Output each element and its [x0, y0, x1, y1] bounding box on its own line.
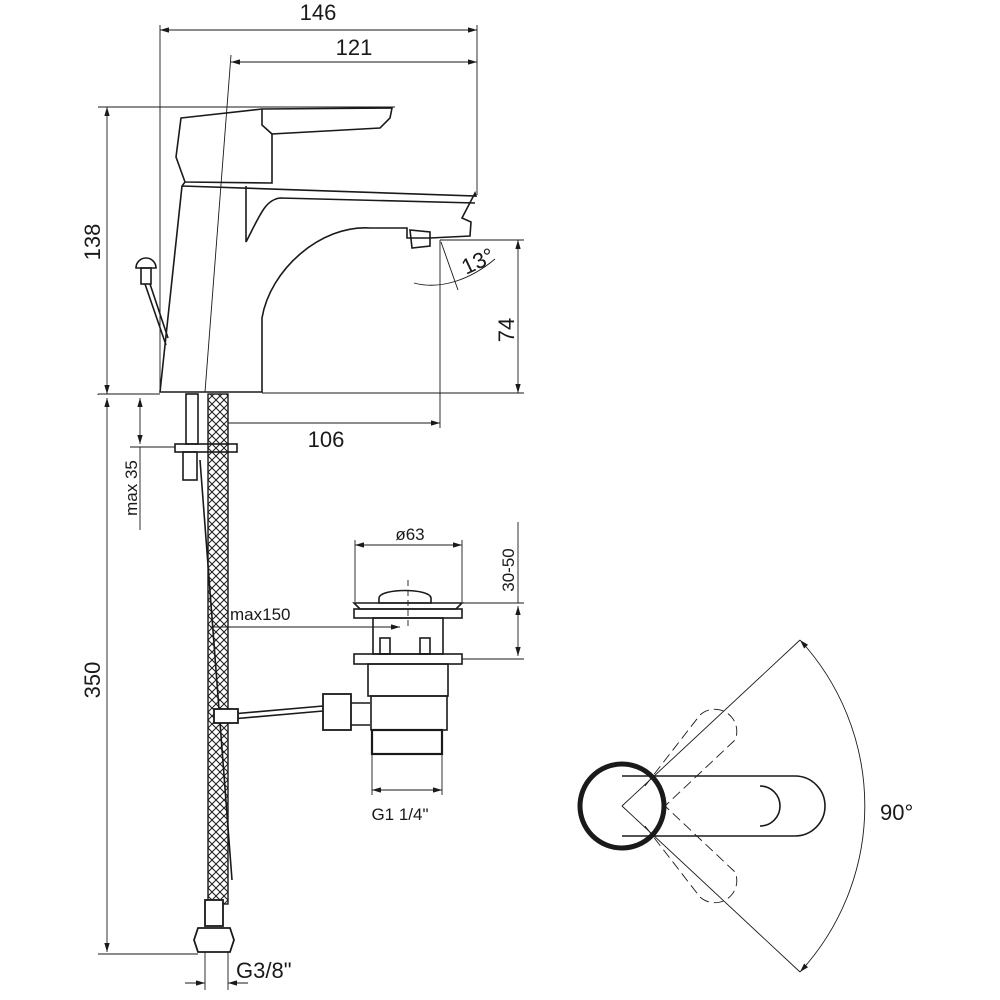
label-74: 74 — [494, 318, 519, 342]
popup-linkage-rod — [213, 705, 324, 724]
popup-rod — [135, 257, 169, 346]
label-121: 121 — [336, 35, 373, 60]
label-350: 350 — [80, 662, 105, 699]
label-13-degrees: 13° — [458, 243, 499, 280]
dimension-total-height: 138 — [80, 106, 395, 395]
dimension-hose-thread: G3/8" — [185, 952, 292, 990]
dimension-waste-range: 30-50 — [462, 522, 524, 660]
dimension-max-deck: max 35 — [122, 398, 175, 530]
lever-top-view: 90° — [577, 639, 913, 973]
dimension-waste-diameter: ø63 — [354, 525, 463, 602]
faucet-body — [159, 107, 478, 393]
label-max-35: max 35 — [122, 460, 141, 516]
dimension-spout-height: 74 — [262, 239, 524, 394]
dimension-spout-angle: 13° — [413, 241, 499, 291]
label-max150: max150 — [230, 605, 290, 624]
label-g3-8: G3/8" — [236, 958, 292, 983]
dimension-rod-length: max150 — [210, 605, 400, 630]
dimension-hose-length: 350 — [80, 394, 198, 955]
label-106: 106 — [308, 427, 345, 452]
label-90-degrees: 90° — [880, 800, 913, 825]
label-diameter-63: ø63 — [395, 525, 424, 544]
dimension-spout-offset: 106 — [228, 240, 441, 452]
dimension-spout-reach: 121 — [204, 35, 477, 393]
label-g1-1-4: G1 1/4" — [371, 805, 428, 824]
label-138: 138 — [80, 224, 105, 261]
mounting-assembly — [174, 393, 238, 481]
label-30-50: 30-50 — [499, 548, 518, 591]
popup-waste — [322, 580, 464, 756]
braided-hose — [193, 393, 235, 953]
dimension-waste-thread: G1 1/4" — [371, 754, 443, 824]
label-146: 146 — [300, 0, 337, 25]
